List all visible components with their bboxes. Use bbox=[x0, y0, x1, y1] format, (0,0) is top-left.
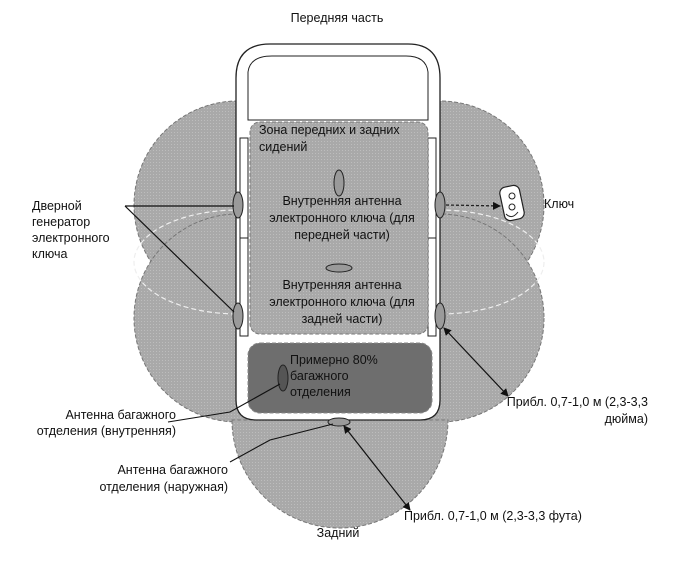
door-generator-right-rear bbox=[434, 302, 446, 330]
rear-range-arrow bbox=[343, 425, 411, 511]
trunk-zone-label: Примерно 80% багажного отделения bbox=[290, 353, 378, 399]
trunk-outside-leader bbox=[229, 423, 334, 463]
trunk-antenna-inside-label: Антенна багажного отделения (внутренняя) bbox=[36, 408, 176, 438]
door-generator-left-front bbox=[232, 191, 244, 219]
door-generator-label: Дверной генератор электронного ключа bbox=[32, 199, 110, 261]
rear-label: Задний bbox=[316, 526, 360, 540]
front-antenna-label: Внутренняя антенна электронного ключа (д… bbox=[269, 194, 415, 242]
trunk-inside-leader bbox=[167, 383, 281, 423]
door-generator-leaders bbox=[124, 205, 235, 313]
front-label: Передняя часть bbox=[290, 11, 384, 25]
trunk-antenna-outside-mark bbox=[327, 417, 351, 427]
rear-antenna-label: Внутренняя антенна электронного ключа (д… bbox=[269, 278, 415, 326]
trunk-antenna-outside-label: Антенна багажного отделения (наружная) bbox=[99, 463, 228, 494]
front-antenna-mark bbox=[333, 169, 345, 197]
side-range-label: Прибл. 0,7-1,0 м (2,3-3,3 дюйма) bbox=[506, 395, 648, 426]
door-generator-right-front bbox=[434, 191, 446, 219]
seat-zone-label: Зона передних и задних сидений bbox=[259, 123, 400, 154]
key-signal-line bbox=[445, 201, 501, 210]
key-fob-icon bbox=[499, 184, 525, 222]
rear-range-label: Прибл. 0,7-1,0 м (2,3-3,3 фута) bbox=[404, 509, 582, 523]
door-generator-left-rear bbox=[232, 302, 244, 330]
key-label: Ключ bbox=[544, 197, 575, 211]
seat-zone bbox=[249, 121, 429, 335]
rear-antenna-mark bbox=[325, 263, 353, 273]
side-range-arrow bbox=[443, 327, 509, 397]
trunk-zone bbox=[247, 342, 433, 414]
trunk-antenna-inside-mark bbox=[277, 364, 289, 392]
